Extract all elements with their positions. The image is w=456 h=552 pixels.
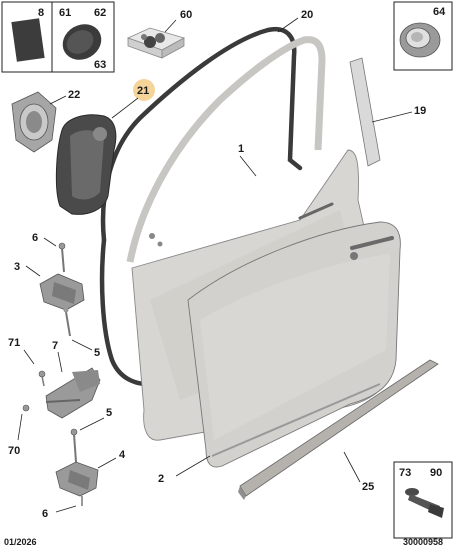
inset-box-64[interactable]: 64 — [393, 1, 453, 71]
part-2-outer-skin[interactable]: 2 — [158, 221, 401, 485]
callout-19: 19 — [414, 105, 426, 117]
callout-4: 4 — [119, 449, 126, 461]
callout-21: 21 — [137, 85, 149, 97]
callout-8: 8 — [38, 7, 44, 19]
part-21-door-module[interactable]: 21 — [55, 79, 155, 215]
callout-5-lower: 5 — [106, 407, 112, 419]
callout-61: 61 — [59, 7, 71, 19]
callout-3: 3 — [14, 261, 20, 273]
part-60-plug-kit[interactable]: 60 — [126, 9, 192, 59]
callout-60: 60 — [180, 9, 192, 21]
callout-2: 2 — [158, 473, 164, 485]
lower-hinge-group[interactable]: 5 4 6 — [42, 407, 126, 520]
callout-62: 62 — [94, 7, 106, 19]
part-25-sill-trim[interactable]: 25 — [238, 359, 439, 500]
check-strap-group[interactable]: 71 7 70 — [8, 337, 101, 457]
part-8-pad — [11, 18, 45, 62]
callout-6-lower: 6 — [42, 508, 48, 520]
callout-1: 1 — [238, 143, 244, 155]
callout-64: 64 — [433, 6, 446, 18]
part-19-pillar-trim[interactable]: 19 — [349, 57, 426, 167]
callout-21-badge — [133, 79, 155, 101]
inset-box-73-90[interactable]: 73 90 — [393, 461, 453, 539]
callout-22: 22 — [68, 89, 80, 101]
footer-reference: 30000958 — [403, 537, 443, 547]
part-22-speaker-housing[interactable]: 22 — [11, 89, 80, 153]
callout-6-upper: 6 — [32, 232, 38, 244]
callout-90: 90 — [430, 467, 442, 479]
callout-63: 63 — [94, 59, 106, 71]
callout-7: 7 — [52, 340, 58, 352]
upper-hinge-group[interactable]: 6 3 5 — [14, 232, 100, 359]
callout-20: 20 — [301, 9, 313, 21]
inset-box-8-61-62-63[interactable]: 8 61 62 63 — [1, 1, 115, 73]
callout-73: 73 — [399, 467, 411, 479]
callout-25: 25 — [362, 481, 374, 493]
callout-71: 71 — [8, 337, 20, 349]
footer-date: 01/2026 — [4, 537, 37, 547]
callout-70: 70 — [8, 445, 20, 457]
callout-5-upper: 5 — [94, 347, 100, 359]
